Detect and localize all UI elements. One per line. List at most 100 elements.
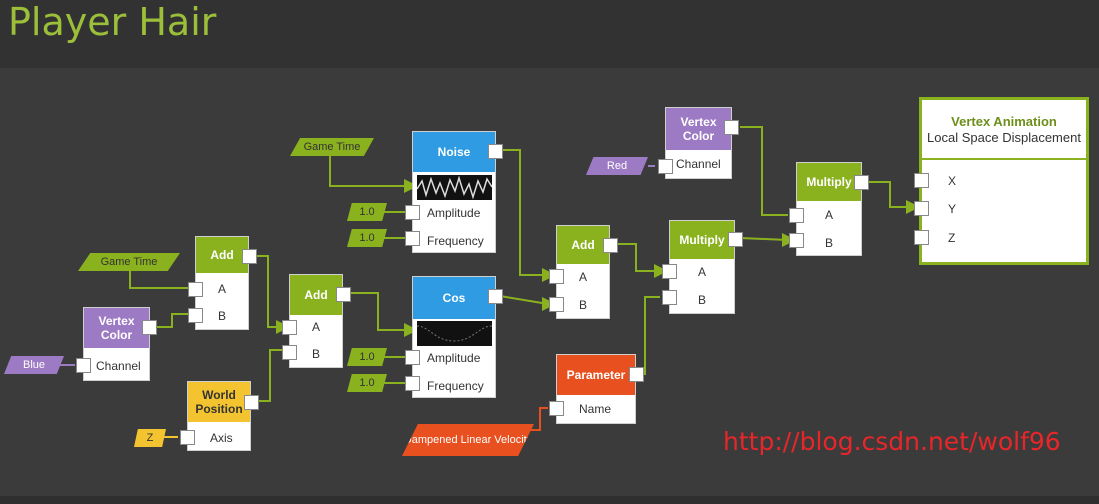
output-title: Vertex Animation (951, 114, 1057, 129)
world-position-node[interactable]: World Position Axis (180, 381, 259, 451)
add-node-1[interactable]: Add A B (188, 236, 257, 330)
multiply-title: Multiply (670, 221, 734, 259)
x-label: X (948, 174, 957, 188)
add-node-2[interactable]: Add A B (282, 274, 351, 368)
z-label: Z (948, 231, 956, 245)
wire-wp-add2 (258, 349, 282, 402)
parameter-node[interactable]: Parameter Name (549, 354, 644, 424)
multiply-b-label: B (698, 293, 707, 307)
noise-amplitude-input[interactable]: 1.0 (347, 203, 387, 221)
multiply-output[interactable] (728, 232, 743, 247)
arrow-noise (404, 179, 418, 193)
multiply-output[interactable] (854, 175, 869, 190)
wire-gametime2-add1 (129, 270, 188, 289)
wire-vc-add1 (156, 313, 188, 328)
vertex-color-title: Vertex Color (666, 108, 731, 150)
cos-frequency-input[interactable]: 1.0 (347, 374, 387, 392)
add-output[interactable] (242, 249, 257, 264)
add-a-port[interactable] (549, 269, 564, 284)
name-port[interactable] (549, 401, 564, 416)
add-output[interactable] (336, 287, 351, 302)
dampened-velocity-input[interactable]: Dampened Linear Velocity (402, 424, 534, 456)
multiply-b-port[interactable] (662, 290, 677, 305)
add-b-label: B (218, 309, 227, 323)
vertex-animation-output-node[interactable]: Vertex Animation Local Space Displacemen… (914, 97, 1089, 265)
multiply-a-port[interactable] (789, 208, 804, 223)
watermark-url: http://blog.csdn.net/wolf96 (723, 427, 1061, 456)
wire-add2-cos (350, 292, 410, 331)
z-axis-input[interactable]: Z (134, 429, 166, 447)
axis-port[interactable] (180, 430, 195, 445)
add-b-port[interactable] (282, 345, 297, 360)
noise-wave-icon (416, 175, 493, 200)
cos-wave-icon (416, 325, 493, 342)
amplitude-port[interactable] (405, 350, 420, 365)
add-b-port[interactable] (549, 297, 564, 312)
add-title: Add (290, 275, 342, 315)
amplitude-label: Amplitude (427, 351, 481, 365)
arrow-cos (404, 323, 418, 337)
add-b-label: B (579, 298, 588, 312)
add-a-port[interactable] (188, 282, 203, 297)
add-a-label: A (312, 320, 321, 334)
channel-port[interactable] (76, 358, 91, 373)
frequency-label: Frequency (427, 234, 484, 248)
vertex-color-output[interactable] (724, 120, 739, 135)
frequency-port[interactable] (405, 376, 420, 391)
vertex-color-node-1[interactable]: Vertex Color Channel (76, 307, 157, 381)
channel-port[interactable] (658, 159, 673, 174)
add-a-port[interactable] (282, 320, 297, 335)
red-channel-input[interactable]: Red (586, 157, 648, 175)
wire-dampened-param (530, 407, 548, 431)
noise-output[interactable] (488, 144, 503, 159)
wire-add3-mul2 (618, 243, 660, 272)
add-b-port[interactable] (188, 308, 203, 323)
add-output[interactable] (603, 238, 618, 253)
wire-vc2-mul1 (740, 126, 788, 216)
frequency-port[interactable] (405, 231, 420, 246)
parameter-output[interactable] (629, 367, 644, 382)
game-time-input-1[interactable]: Game Time (290, 138, 374, 156)
add-b-label: B (312, 347, 321, 361)
vertex-color-title: Vertex Color (84, 308, 149, 348)
world-position-output[interactable] (244, 395, 259, 410)
title-bar: Player Hair (0, 0, 1099, 68)
noise-node[interactable]: Noise Amplitude Frequency (405, 131, 503, 253)
bottom-bar (0, 496, 1099, 504)
multiply-b-port[interactable] (789, 233, 804, 248)
multiply-node-2[interactable]: Multiply A B (662, 220, 743, 314)
wire-mul2-mul1 (739, 237, 789, 241)
x-port[interactable] (914, 173, 929, 188)
multiply-a-port[interactable] (662, 264, 677, 279)
output-subtitle: Local Space Displacement (927, 130, 1081, 145)
frequency-label: Frequency (427, 379, 484, 393)
multiply-a-label: A (698, 265, 707, 279)
add-title: Add (557, 226, 609, 264)
blue-channel-input[interactable]: Blue (4, 356, 64, 374)
cos-amplitude-input[interactable]: 1.0 (347, 348, 387, 366)
multiply-node-1[interactable]: Multiply A B (789, 162, 869, 256)
amplitude-port[interactable] (405, 205, 420, 220)
page-title: Player Hair (8, 0, 217, 44)
cos-output[interactable] (488, 289, 503, 304)
amplitude-label: Amplitude (427, 206, 481, 220)
noise-preview (416, 175, 493, 200)
multiply-b-label: B (825, 236, 834, 250)
noise-frequency-input[interactable]: 1.0 (347, 229, 387, 247)
game-time-input-2[interactable]: Game Time (78, 253, 180, 271)
add-a-label: A (218, 282, 227, 296)
axis-label: Axis (210, 431, 233, 445)
add-title: Add (196, 237, 248, 273)
arrow-mul2-a (654, 264, 668, 278)
cos-node[interactable]: Cos Amplitude Frequency (405, 276, 503, 398)
cos-preview (416, 321, 493, 346)
vertex-color-node-2[interactable]: Vertex Color Channel (658, 107, 739, 179)
add-node-3[interactable]: Add A B (549, 225, 618, 319)
vertex-color-output[interactable] (142, 320, 157, 335)
wire-cos-add3 (499, 295, 549, 305)
multiply-a-label: A (825, 208, 834, 222)
z-port[interactable] (914, 230, 929, 245)
y-port[interactable] (914, 201, 929, 216)
wire-mul1-out (865, 181, 910, 208)
